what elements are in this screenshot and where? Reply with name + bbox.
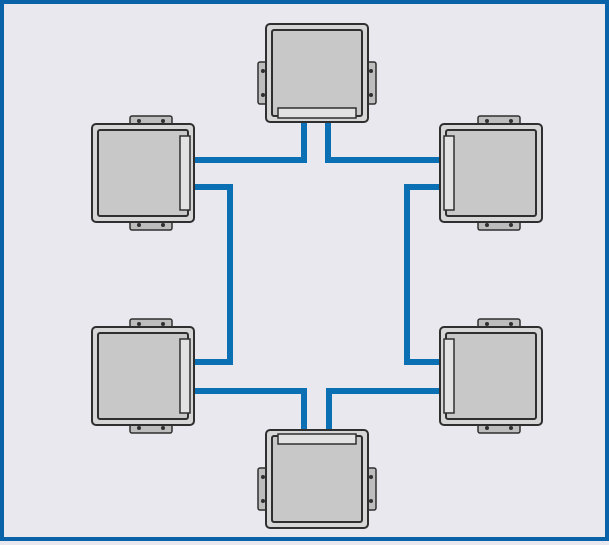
module-box-icon [257,23,377,123]
module-box-icon [91,115,195,231]
connections [190,122,444,432]
module-upper-right [439,115,543,231]
module-box-icon [439,318,543,434]
module-top [257,23,377,123]
module-lower-right [439,318,543,434]
module-box-icon [91,318,195,434]
connector-upper-left-to-lower-left [190,184,233,365]
connector-lower-right-to-bottom [326,388,444,432]
module-upper-left [91,115,195,231]
connector-top-to-upper-left [190,122,307,163]
connector-upper-right-to-lower-right [404,184,444,365]
module-box-icon [439,115,543,231]
module-bottom [257,429,377,529]
connector-lower-left-to-bottom [190,388,307,432]
module-lower-left [91,318,195,434]
module-box-icon [257,429,377,529]
connector-top-to-upper-right [325,122,444,163]
ring-topology-diagram [91,23,543,529]
